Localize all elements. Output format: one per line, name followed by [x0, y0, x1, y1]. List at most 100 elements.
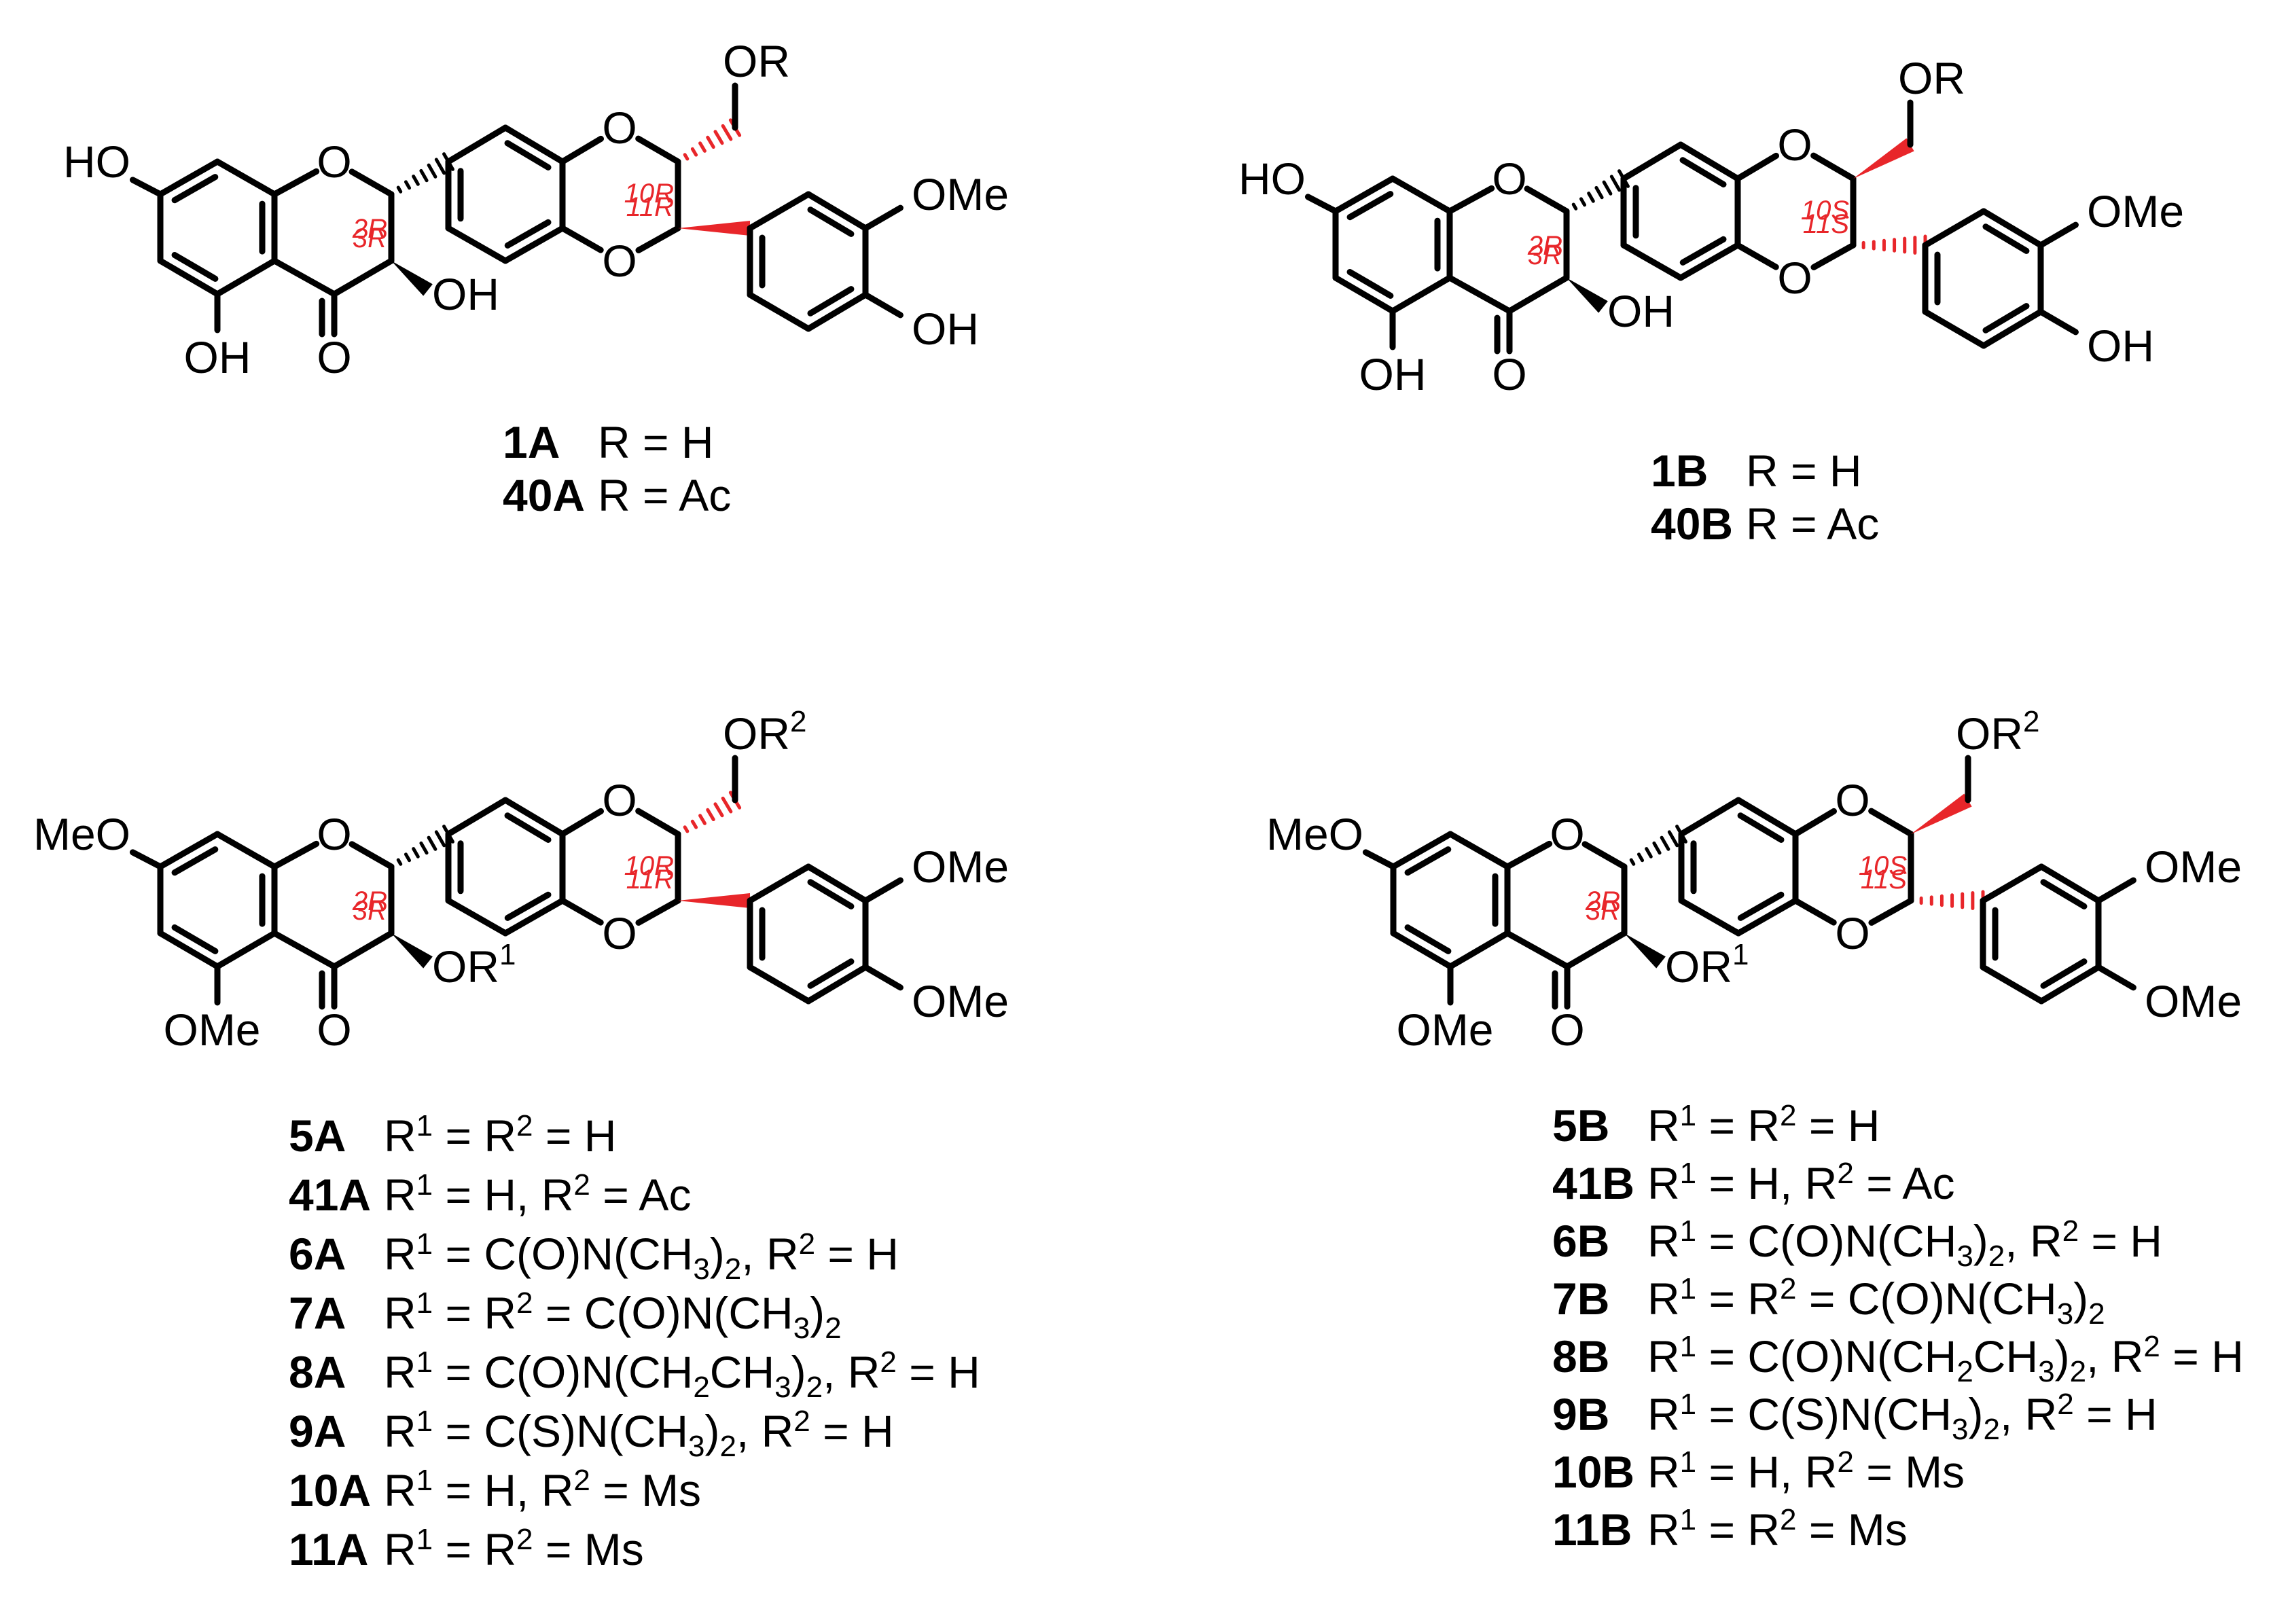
stereo-label-c3: 3R — [1528, 240, 1562, 270]
substituent-definition: R1 = C(O)N(CH2CH3)2, R2 = H — [1647, 1330, 2244, 1389]
compound-number: 11B — [1552, 1504, 1632, 1555]
substituent-definition: R1 = R2 = C(O)N(CH3)2 — [1647, 1272, 2105, 1331]
or-group: OR — [1898, 53, 1965, 103]
stereo-label-c10: 10R — [624, 851, 674, 881]
substituent-definition: R1 = R2 = C(O)N(CH3)2 — [384, 1286, 842, 1346]
hydroxy-5: OH — [1359, 349, 1427, 399]
compound-number: 5B — [1552, 1100, 1610, 1151]
compound-number: 41A — [289, 1170, 372, 1220]
ring-oxygen: O — [1835, 775, 1870, 825]
compound-number: 6B — [1552, 1216, 1610, 1266]
caption-5A: 5A R1 = R2 = H — [289, 1109, 617, 1161]
carbonyl-oxygen: O — [1550, 1005, 1584, 1055]
compound-number: 40B — [1651, 499, 1734, 549]
compound-number: 8A — [289, 1347, 346, 1397]
methoxy-3p: OMe — [912, 842, 1009, 892]
substituent-definition: R1 = C(S)N(CH3)2, R2 = H — [1647, 1388, 2158, 1447]
substituent-definition: R1 = C(O)N(CH2CH3)2, R2 = H — [384, 1346, 980, 1405]
caption-1B: 1B R = H — [1651, 448, 1862, 493]
substituent-definition: R1 = H, R2 = Ms — [384, 1464, 702, 1515]
ring-oxygen: O — [602, 775, 637, 825]
substituent-definition: R = H — [598, 417, 714, 467]
methoxy-3p: OMe — [2145, 842, 2242, 892]
compound-number: 10B — [1552, 1447, 1635, 1497]
substituent-definition: R = Ac — [1746, 499, 1880, 549]
ring-oxygen: O — [602, 908, 637, 958]
substituent-definition: R1 = H, R2 = Ac — [384, 1168, 692, 1220]
methoxy-5: OMe — [1396, 1005, 1493, 1055]
stereo-label-c2: 2R — [352, 214, 387, 244]
compound-number: 7A — [289, 1288, 346, 1338]
stereo-label-c10: 10R — [624, 179, 674, 209]
substituent-definition: R1 = C(O)N(CH3)2, R2 = H — [384, 1227, 899, 1286]
hydroxy-3: OH — [432, 269, 499, 319]
compound-number: 1B — [1651, 446, 1709, 496]
ring-oxygen: O — [602, 103, 637, 153]
caption-11A: 11A R1 = R2 = Ms — [289, 1525, 644, 1572]
ring-oxygen: O — [1550, 809, 1584, 859]
caption-8A: 8A R1 = C(O)N(CH2CH3)2, R2 = H — [289, 1348, 980, 1403]
substituent-definition: R1 = H, R2 = Ms — [1647, 1445, 1965, 1497]
or1-group: OR1 — [1665, 938, 1749, 992]
substituent-definition: R1 = C(O)N(CH3)2, R2 = H — [1647, 1214, 2162, 1274]
stereo-label-c10: 10S — [1801, 196, 1849, 225]
ring-oxygen: O — [317, 809, 351, 859]
ring-oxygen: O — [1835, 908, 1870, 958]
or2-group: OR2 — [1956, 705, 2039, 759]
methoxy-4p: OMe — [912, 976, 1009, 1026]
compound-number: 1A — [503, 417, 560, 467]
hydroxy-4p: OH — [912, 304, 979, 354]
ring-oxygen: O — [602, 236, 637, 286]
substituent-definition: R1 = R2 = Ms — [384, 1523, 644, 1574]
stereo-label-c11: 11R — [626, 865, 674, 895]
stereo-label-c2: 2R — [1585, 886, 1620, 916]
substituent-definition: R1 = R2 = Ms — [1647, 1503, 1908, 1555]
caption-8B: 8B R1 = C(O)N(CH2CH3)2, R2 = H — [1552, 1332, 2244, 1387]
stereo-label-c11: 11S — [1803, 209, 1850, 239]
carbonyl-oxygen: O — [1492, 349, 1526, 399]
caption-1A: 1A R = H — [503, 420, 714, 465]
methoxy-4p: OMe — [2145, 976, 2242, 1026]
or2-group: OR2 — [723, 705, 806, 759]
compound-number: 9A — [289, 1406, 346, 1456]
stereo-label-c2: 2R — [1527, 231, 1562, 261]
substituent-definition: R1 = R2 = H — [384, 1109, 617, 1161]
caption-9B: 9B R1 = C(S)N(CH3)2, R2 = H — [1552, 1390, 2158, 1445]
compound-number: 6A — [289, 1229, 346, 1279]
methoxy-3p: OMe — [2087, 186, 2184, 236]
caption-7A: 7A R1 = R2 = C(O)N(CH3)2 — [289, 1288, 842, 1343]
compound-number: 7B — [1552, 1274, 1610, 1324]
carbonyl-oxygen: O — [317, 332, 351, 382]
substituent-definition: R = H — [1746, 446, 1862, 496]
hydroxy-4p: OH — [2087, 321, 2154, 371]
ring-oxygen: O — [1492, 154, 1526, 204]
hydroxy-7: HO — [63, 137, 130, 187]
stereo-label-c3: 3R — [1586, 896, 1620, 926]
substituent-definition: R = Ac — [598, 470, 732, 520]
hydroxy-7: HO — [1238, 154, 1306, 204]
or-group: OR — [723, 36, 790, 86]
caption-6A: 6A R1 = C(O)N(CH3)2, R2 = H — [289, 1229, 899, 1284]
compound-number: 5A — [289, 1111, 346, 1161]
stereo-label-c3: 3R — [353, 223, 387, 253]
compound-number: 9B — [1552, 1389, 1610, 1439]
stereo-label-c2: 2R — [352, 886, 387, 916]
methoxy-3p: OMe — [912, 169, 1009, 219]
carbonyl-oxygen: O — [317, 1005, 351, 1055]
stereo-label-c10: 10S — [1859, 851, 1907, 881]
stereo-label-c11: 11R — [626, 192, 674, 222]
substituent-definition: R1 = H, R2 = Ac — [1647, 1157, 1955, 1208]
stereo-label-c11: 11S — [1861, 865, 1908, 895]
compound-number: 8B — [1552, 1331, 1610, 1382]
compound-number: 41B — [1552, 1158, 1635, 1208]
compound-number: 11A — [289, 1524, 369, 1574]
stereo-label-c3: 3R — [353, 896, 387, 926]
